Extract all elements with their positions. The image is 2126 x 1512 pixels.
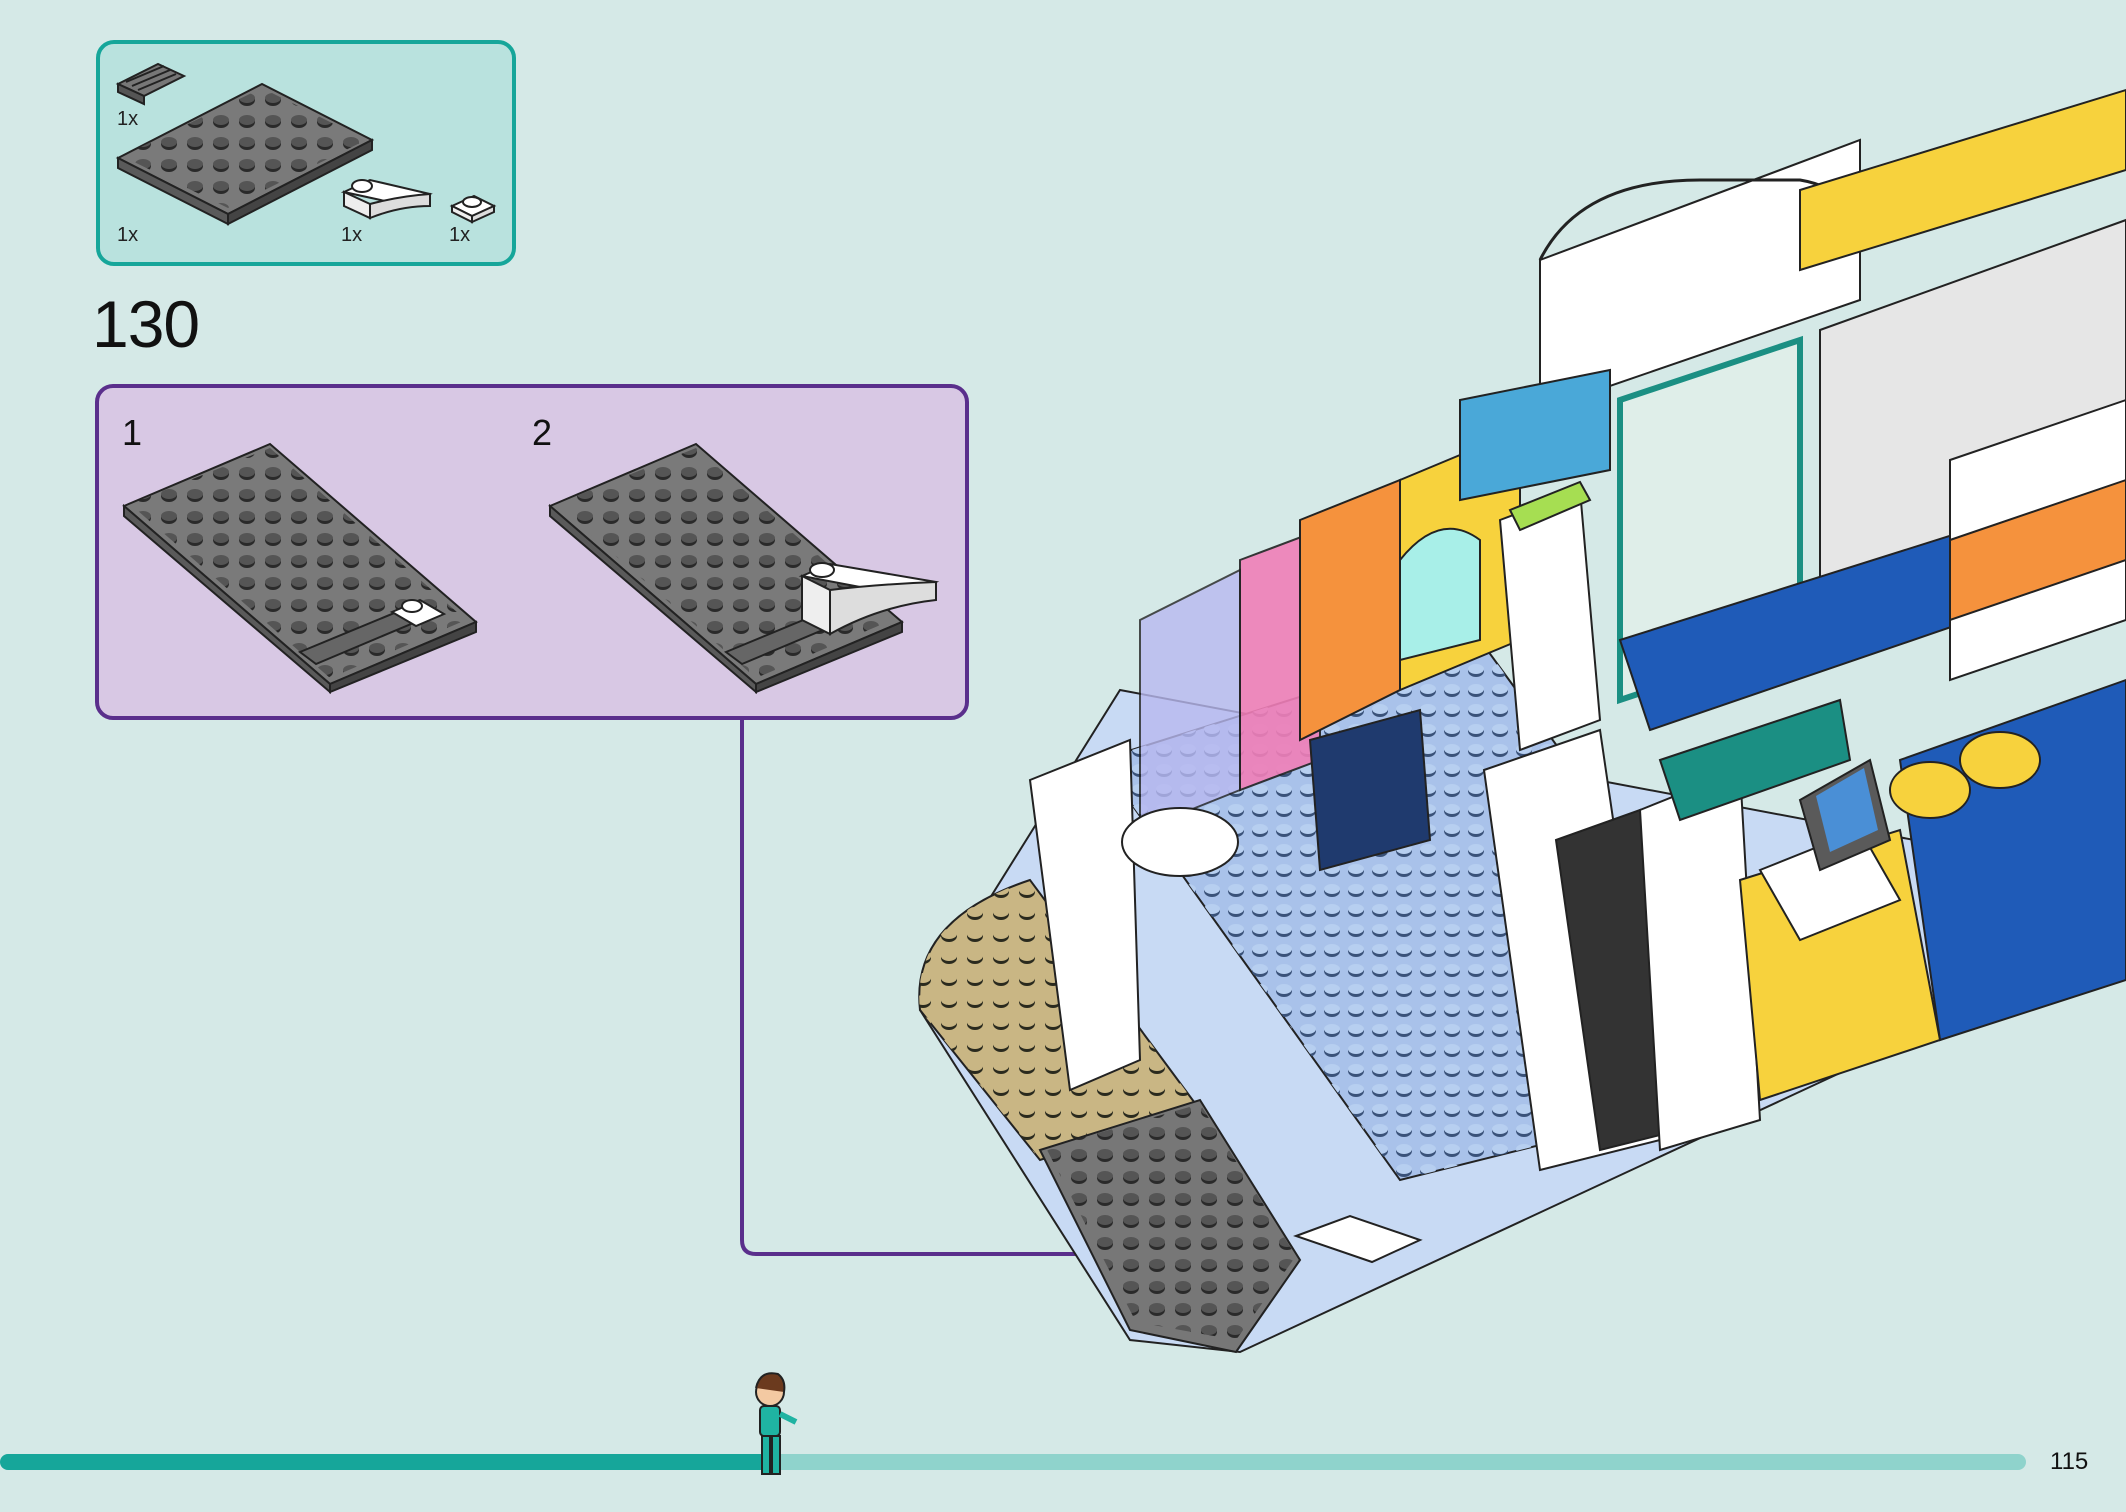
substep-label-2: 2	[532, 412, 553, 453]
progress-bar-fill	[0, 1454, 770, 1470]
nurse-figure-icon	[755, 1372, 798, 1475]
part-qty-slope: 1x	[341, 224, 363, 246]
substep-label-1: 1	[122, 412, 143, 453]
placement-arrow	[740, 720, 1124, 1256]
progress-bar-remaining	[760, 1454, 2026, 1470]
part-qty-plate: 1x	[117, 224, 139, 246]
white-curved-slope-icon	[340, 178, 433, 220]
hospital-model	[918, 88, 2126, 1354]
step-number: 130	[92, 287, 200, 361]
grille-tile-icon	[115, 62, 187, 106]
page-number: 115	[2050, 1448, 2089, 1475]
part-qty-grille: 1x	[117, 108, 139, 130]
white-plate-1x1-icon	[449, 194, 497, 224]
part-qty-plate-1x1: 1x	[449, 224, 471, 246]
substep-1-plate	[122, 442, 478, 695]
substep-2-plate	[548, 442, 940, 695]
grey-plate-icon	[115, 82, 375, 226]
